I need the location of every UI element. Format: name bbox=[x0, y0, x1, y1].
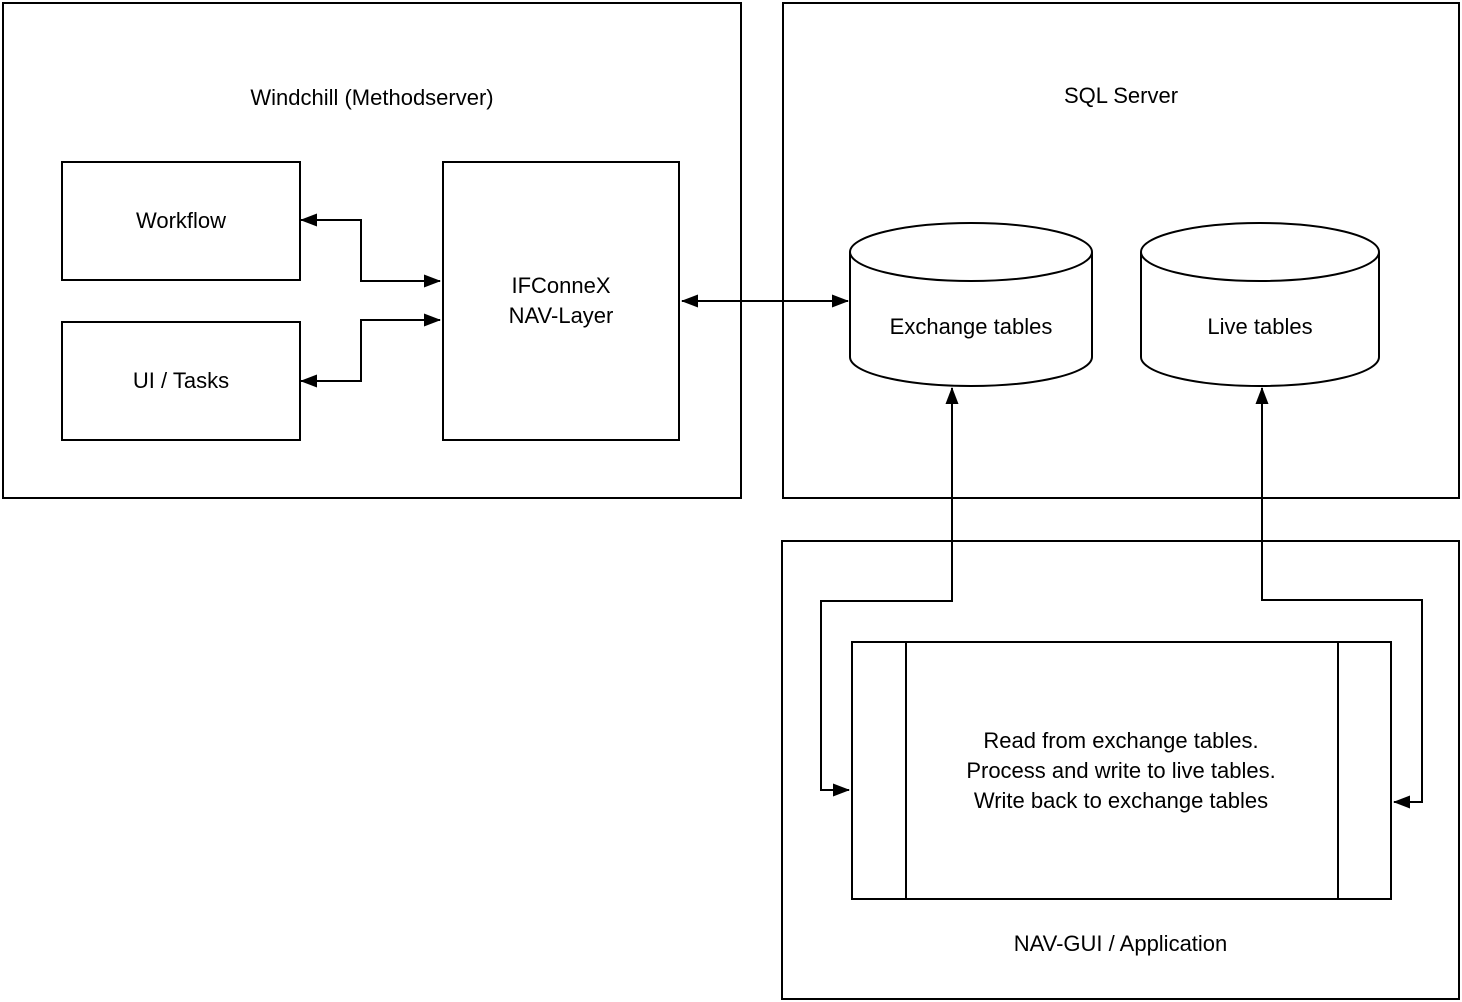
exchange-tables-label: Exchange tables bbox=[889, 314, 1053, 339]
ifconnex-label-line2: NAV-Layer bbox=[508, 303, 614, 328]
workflow-box: Workflow bbox=[61, 161, 301, 281]
live-tables-label: Live tables bbox=[1207, 314, 1313, 339]
ui-tasks-box: UI / Tasks bbox=[61, 321, 301, 441]
process-line-1: Read from exchange tables. bbox=[983, 727, 1259, 753]
sql-server-title: SQL Server bbox=[1063, 83, 1179, 108]
nav-gui-title: NAV-GUI / Application bbox=[1013, 931, 1228, 956]
windchill-title: Windchill (Methodserver) bbox=[250, 85, 494, 110]
ifconnex-label-line1: IFConneX bbox=[511, 273, 611, 298]
process-box: Read from exchange tables. Process and w… bbox=[851, 641, 1392, 900]
process-line-2: Process and write to live tables. bbox=[966, 757, 1276, 783]
process-box-right-divider bbox=[1337, 643, 1339, 898]
workflow-label: Workflow bbox=[135, 208, 227, 233]
ui-tasks-label: UI / Tasks bbox=[132, 368, 230, 393]
ifconnex-nav-layer-box: IFConneX NAV-Layer bbox=[442, 161, 680, 441]
process-line-3: Write back to exchange tables bbox=[973, 787, 1269, 813]
process-description: Read from exchange tables. Process and w… bbox=[907, 643, 1335, 898]
ifconnex-label: IFConneX NAV-Layer bbox=[444, 163, 678, 439]
sql-server-container-box: SQL Server bbox=[782, 2, 1460, 499]
